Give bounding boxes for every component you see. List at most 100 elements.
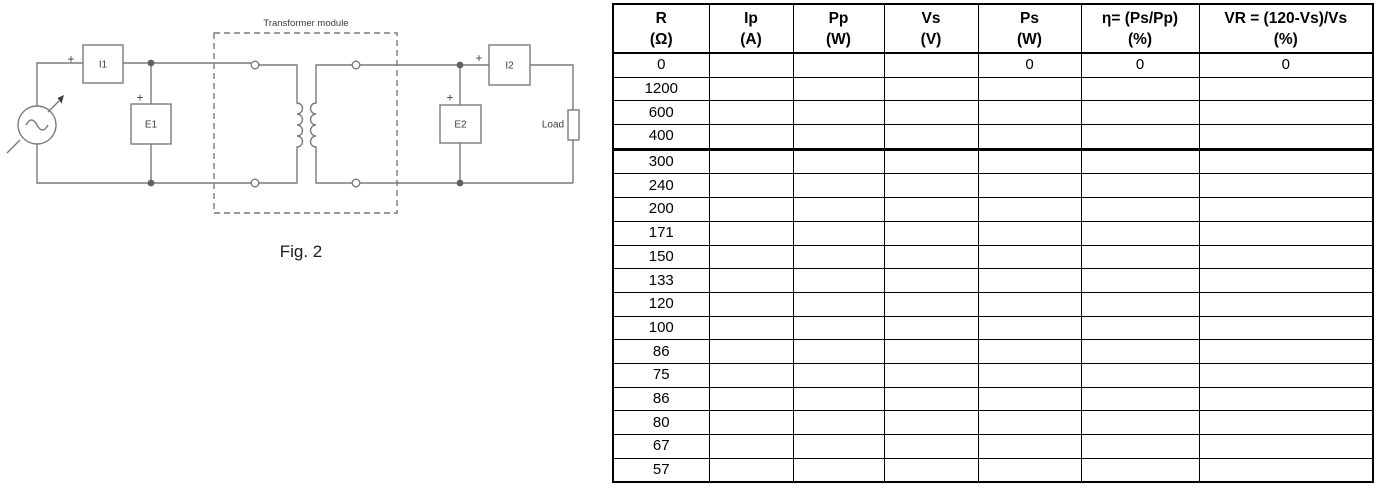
table-cell <box>977 291 1082 317</box>
table-row: 75 <box>612 362 1374 388</box>
table-cell <box>1080 173 1200 199</box>
table-cell <box>977 410 1082 435</box>
table-cell: 200 <box>612 197 710 222</box>
table-cell <box>883 386 979 412</box>
junction-dot <box>147 179 155 187</box>
table-row: 57 <box>612 457 1374 483</box>
table-cell <box>792 268 885 293</box>
ammeter-i1-label: I1 <box>99 60 108 71</box>
table-cell <box>883 173 979 199</box>
table-row: 67 <box>612 434 1374 459</box>
table-cell: 75 <box>612 362 710 388</box>
table-cell <box>1080 148 1200 175</box>
voltmeter-e2-label: E2 <box>454 120 467 131</box>
table-cell <box>977 220 1082 246</box>
table-cell <box>1080 244 1200 270</box>
circuit-diagram: Transformer module I1 E1 I2 E2 Load + + … <box>6 18 580 261</box>
column-header: Ps(W) <box>977 3 1082 54</box>
table-row: 200 <box>612 197 1374 222</box>
table-cell: 0 <box>1080 52 1200 78</box>
table-cell <box>708 457 794 483</box>
table-cell <box>708 76 794 102</box>
voltmeter-e1-box <box>130 103 172 145</box>
table-cell: 171 <box>612 220 710 246</box>
table-cell: 240 <box>612 173 710 199</box>
table-cell <box>1198 362 1374 388</box>
table-cell: 150 <box>612 244 710 270</box>
secondary-winding-icon <box>309 64 353 184</box>
table-cell <box>1080 197 1200 222</box>
table-cell <box>1198 386 1374 412</box>
table-cell <box>708 197 794 222</box>
table-cell <box>1080 362 1200 388</box>
table-cell <box>1080 268 1200 293</box>
table-cell <box>883 220 979 246</box>
table-cell <box>708 173 794 199</box>
table-cell <box>708 434 794 459</box>
terminal-primary-top <box>250 60 260 70</box>
table-cell <box>883 410 979 435</box>
ac-source-arrowhead <box>57 95 64 104</box>
table-cell: 67 <box>612 434 710 459</box>
table-cell: 133 <box>612 268 710 293</box>
terminal-primary-bottom <box>250 178 260 188</box>
table-cell <box>708 148 794 175</box>
table-cell <box>1198 220 1374 246</box>
table-cell <box>977 76 1082 102</box>
table-cell <box>1080 100 1200 126</box>
table-cell <box>977 148 1082 175</box>
table-cell: 120 <box>612 291 710 317</box>
table-cell <box>792 315 885 341</box>
table-cell <box>883 362 979 388</box>
column-header: Vs(V) <box>883 3 979 54</box>
polarity-plus-e1: + <box>137 93 144 105</box>
table-row: 1200 <box>612 76 1374 102</box>
polarity-plus-e2: + <box>447 93 454 105</box>
table-cell <box>1198 315 1374 341</box>
polarity-plus-i1: + <box>68 54 75 66</box>
table-cell <box>708 386 794 412</box>
table-cell <box>1198 100 1374 126</box>
table-cell: 1200 <box>612 76 710 102</box>
wire-top-left <box>36 62 83 106</box>
table-cell: 0 <box>977 52 1082 78</box>
ammeter-i2-label: I2 <box>505 61 514 72</box>
table-cell <box>792 457 885 483</box>
table-header-row: R(Ω)Ip(A)Pp(W)Vs(V)Ps(W)η= (Ps/Pp)(%)VR … <box>612 3 1374 54</box>
table-row: 240 <box>612 173 1374 199</box>
load-label: Load <box>542 120 564 131</box>
table-cell <box>708 268 794 293</box>
table-cell: 80 <box>612 410 710 435</box>
data-table: R(Ω)Ip(A)Pp(W)Vs(V)Ps(W)η= (Ps/Pp)(%)VR … <box>612 3 1374 484</box>
ac-source-handle <box>6 139 21 154</box>
table-cell <box>977 457 1082 483</box>
table-cell <box>977 434 1082 459</box>
table-cell <box>883 291 979 317</box>
table-cell <box>883 197 979 222</box>
table-cell <box>1198 173 1374 199</box>
table-cell <box>883 148 979 175</box>
table-cell <box>1198 197 1374 222</box>
table-cell: 86 <box>612 386 710 412</box>
terminal-secondary-top <box>351 60 361 70</box>
table-cell <box>883 124 979 151</box>
table-cell <box>883 315 979 341</box>
table-cell <box>1080 339 1200 364</box>
table-cell <box>977 244 1082 270</box>
load-resistor-icon <box>567 109 580 141</box>
table-cell <box>1080 220 1200 246</box>
table-cell <box>977 100 1082 126</box>
column-header: Pp(W) <box>792 3 885 54</box>
table-cell <box>883 434 979 459</box>
table-cell <box>883 268 979 293</box>
table-row: 171 <box>612 220 1374 246</box>
table-cell <box>977 197 1082 222</box>
table-cell <box>792 52 885 78</box>
transformer-module-box <box>213 32 398 214</box>
table-cell <box>977 362 1082 388</box>
polarity-plus-i2: + <box>476 53 483 65</box>
table-cell <box>1198 244 1374 270</box>
table-cell <box>883 457 979 483</box>
